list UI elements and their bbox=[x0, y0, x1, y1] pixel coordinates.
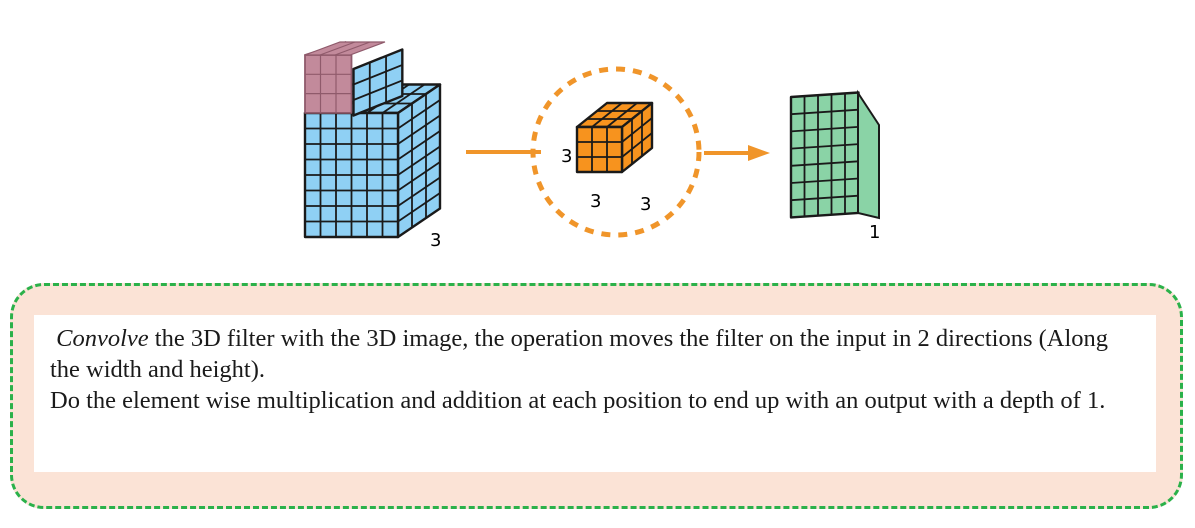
filter-front-face bbox=[575, 125, 624, 174]
input-volume-3d bbox=[303, 41, 442, 239]
input-filter-region bbox=[304, 54, 353, 114]
explanation-line-2: Do the element wise multiplication and a… bbox=[50, 387, 1106, 414]
filter-dashed-circle bbox=[530, 66, 702, 238]
filter-width-label: 3 bbox=[590, 191, 601, 212]
output-front-face-gridline bbox=[790, 194, 859, 202]
output-front-face-gridline bbox=[790, 143, 859, 150]
input-filter-region-cap bbox=[304, 41, 386, 56]
input-side-face-gridline bbox=[397, 99, 441, 130]
input-side-face-gridline bbox=[397, 145, 441, 176]
filter-top-face-gridline bbox=[591, 102, 623, 128]
input-top-face-gridline bbox=[381, 83, 426, 114]
explanation-text: Convolve the 3D filter with the 3D image… bbox=[34, 315, 1156, 472]
input-filter-region-gridline bbox=[319, 41, 356, 56]
filter-height-label: 3 bbox=[561, 146, 572, 167]
output-feature-map bbox=[789, 89, 880, 220]
filter-front-face-outline bbox=[575, 125, 624, 174]
output-side-edge bbox=[857, 89, 880, 220]
explanation-line-1: Convolve the 3D filter with the 3D image… bbox=[50, 323, 1142, 385]
input-visible-top-right-gridline bbox=[353, 64, 403, 86]
input-side-face-gridline bbox=[397, 114, 441, 145]
input-side-face-gridline bbox=[397, 130, 441, 161]
input-filter-region-outline bbox=[304, 54, 353, 114]
filter-side-face-gridline bbox=[621, 132, 653, 158]
arrow-filter-to-output bbox=[704, 145, 770, 161]
input-side-face-gridline bbox=[397, 176, 441, 207]
output-front-face-gridline bbox=[790, 108, 859, 116]
input-visible-top-right bbox=[352, 48, 404, 117]
filter-cube-3d bbox=[575, 101, 654, 174]
output-front-face-gridline bbox=[790, 177, 859, 184]
arrow-head bbox=[748, 145, 770, 161]
output-front-face-gridline bbox=[790, 126, 859, 133]
input-side-face-gridline bbox=[397, 192, 441, 223]
input-front-face bbox=[303, 111, 400, 239]
filter-top-face-gridline bbox=[606, 102, 638, 128]
input-depth-label: 3 bbox=[430, 230, 441, 251]
input-side-face-gridline bbox=[397, 161, 441, 192]
explanation-line-1-rest: the 3D filter with the 3D image, the ope… bbox=[50, 325, 1109, 383]
output-front-face-gridline bbox=[790, 160, 859, 167]
input-filter-region-gridline bbox=[334, 41, 371, 56]
output-front-face bbox=[789, 91, 860, 219]
input-side-face bbox=[396, 83, 442, 239]
output-depth-label: 1 bbox=[869, 222, 880, 243]
input-visible-top-right-gridline bbox=[353, 79, 403, 101]
convolve-emphasis: Convolve bbox=[56, 325, 149, 352]
filter-depth-label: 3 bbox=[640, 194, 651, 215]
convolution-diagram: 3 3 3 3 1 bbox=[303, 41, 880, 251]
filter-side-face-gridline bbox=[621, 117, 653, 143]
